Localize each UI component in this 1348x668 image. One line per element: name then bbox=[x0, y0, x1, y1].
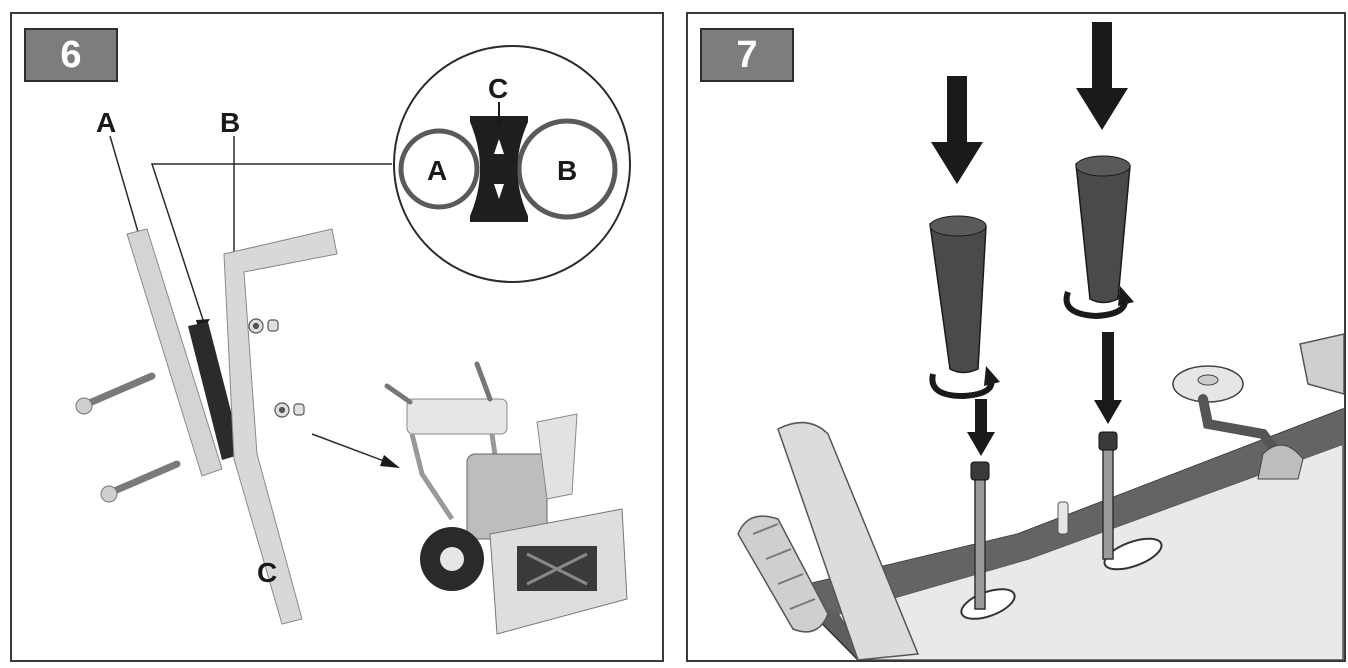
chute-crank bbox=[1172, 365, 1304, 480]
grip-right bbox=[1299, 333, 1344, 395]
bracket-b bbox=[223, 228, 338, 625]
spacer-c bbox=[188, 322, 242, 460]
rotate-arrow-right bbox=[1063, 290, 1128, 320]
step-6-panel: 6 bbox=[10, 12, 664, 662]
knob-right bbox=[1075, 158, 1131, 304]
bracket-a bbox=[126, 228, 223, 477]
shaft-left bbox=[970, 461, 990, 610]
small-post bbox=[1057, 501, 1069, 535]
step-number-badge: 7 bbox=[700, 28, 794, 82]
label-b: B bbox=[220, 107, 240, 138]
snow-blower-machine bbox=[384, 361, 628, 635]
machine-pointer-line bbox=[311, 433, 393, 465]
step-7-panel: 7 bbox=[686, 12, 1346, 662]
handlebar bbox=[777, 421, 920, 660]
washer-nut-lower bbox=[274, 402, 305, 418]
label-a: A bbox=[96, 107, 116, 138]
down-arrow-right bbox=[1076, 22, 1128, 130]
shaft-right bbox=[1098, 431, 1118, 560]
callout-leader bbox=[150, 163, 392, 333]
rotate-arrow-left bbox=[929, 373, 995, 400]
knob-left bbox=[929, 217, 987, 374]
small-down-arrow-left bbox=[967, 399, 995, 456]
callout-label-a: A bbox=[427, 155, 447, 186]
callout-label-c: C bbox=[488, 73, 508, 104]
washer-nut-upper bbox=[248, 318, 279, 334]
step-number-badge: 6 bbox=[24, 28, 118, 82]
small-down-arrow-right bbox=[1094, 332, 1122, 424]
bolt-upper bbox=[75, 372, 156, 415]
shaft-slot-right bbox=[1103, 537, 1163, 571]
step-6-illustration: A B C A B C bbox=[75, 45, 631, 635]
label-c: C bbox=[257, 557, 277, 588]
step-7-illustration bbox=[737, 22, 1344, 660]
bolt-lower bbox=[100, 460, 181, 503]
callout-detail: A B C bbox=[393, 45, 631, 283]
arrowhead-to-machine bbox=[380, 455, 400, 468]
callout-label-b: B bbox=[557, 155, 577, 186]
down-arrow-left bbox=[931, 76, 983, 184]
